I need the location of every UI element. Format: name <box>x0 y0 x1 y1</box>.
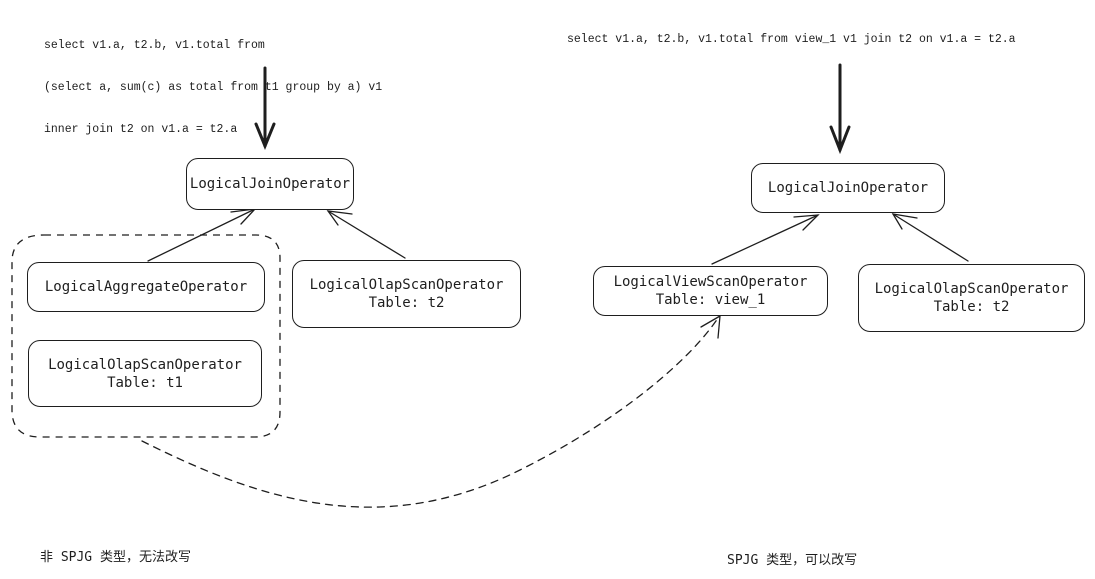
left-sql-line-1: select v1.a, t2.b, v1.total from <box>44 39 265 52</box>
left-olapscan-t2-label: LogicalOlapScanOperator <box>309 277 504 293</box>
left-olapscan-t1-table: Table: t1 <box>107 374 183 391</box>
left-aggregate-operator-node: LogicalAggregateOperator <box>27 262 265 312</box>
dashed-rewrite-arrowhead <box>700 314 721 339</box>
left-aggregate-operator-label: LogicalAggregateOperator <box>44 279 248 295</box>
left-sql-text: select v1.a, t2.b, v1.total from (select… <box>44 11 382 151</box>
left-join-operator-label: LogicalJoinOperator <box>189 176 351 192</box>
left-olapscan-t2-to-join-arrow <box>326 210 406 259</box>
right-viewscan-table: Table: view_1 <box>655 292 766 308</box>
right-join-operator-label: LogicalJoinOperator <box>767 180 929 196</box>
dashed-group-outline <box>11 234 281 438</box>
right-viewscan-to-join-arrow <box>711 214 820 265</box>
right-olapscan-t2-to-join-arrow <box>891 213 969 262</box>
right-olapscan-t2-node: LogicalOlapScanOperator Table: t2 <box>858 264 1085 332</box>
right-olapscan-t2-label: LogicalOlapScanOperator <box>874 281 1069 297</box>
right-viewscan-node: LogicalViewScanOperator Table: view_1 <box>593 266 828 316</box>
left-olapscan-t1-node: LogicalOlapScanOperator Table: t1 <box>28 340 262 407</box>
dashed-rewrite-arrow <box>141 317 719 508</box>
left-olapscan-t1-label: LogicalOlapScanOperator <box>48 356 242 373</box>
right-down-arrow <box>829 63 851 155</box>
left-caption: 非 SPJG 类型，无法改写 <box>40 550 191 565</box>
right-join-operator-node: LogicalJoinOperator <box>751 163 945 213</box>
right-sql-text: select v1.a, t2.b, v1.total from view_1 … <box>567 33 1016 46</box>
right-caption: SPJG 类型，可以改写 <box>727 553 858 568</box>
right-olapscan-t2-table: Table: t2 <box>933 299 1010 315</box>
left-olapscan-t2-node: LogicalOlapScanOperator Table: t2 <box>292 260 521 328</box>
left-olapscan-t2-table: Table: t2 <box>368 295 445 311</box>
left-down-arrow <box>254 66 276 150</box>
left-sql-line-3: inner join t2 on v1.a = t2.a <box>44 123 238 136</box>
right-viewscan-label: LogicalViewScanOperator <box>613 274 808 290</box>
left-sql-line-2: (select a, sum(c) as total from t1 group… <box>44 81 383 94</box>
left-join-operator-node: LogicalJoinOperator <box>186 158 354 210</box>
